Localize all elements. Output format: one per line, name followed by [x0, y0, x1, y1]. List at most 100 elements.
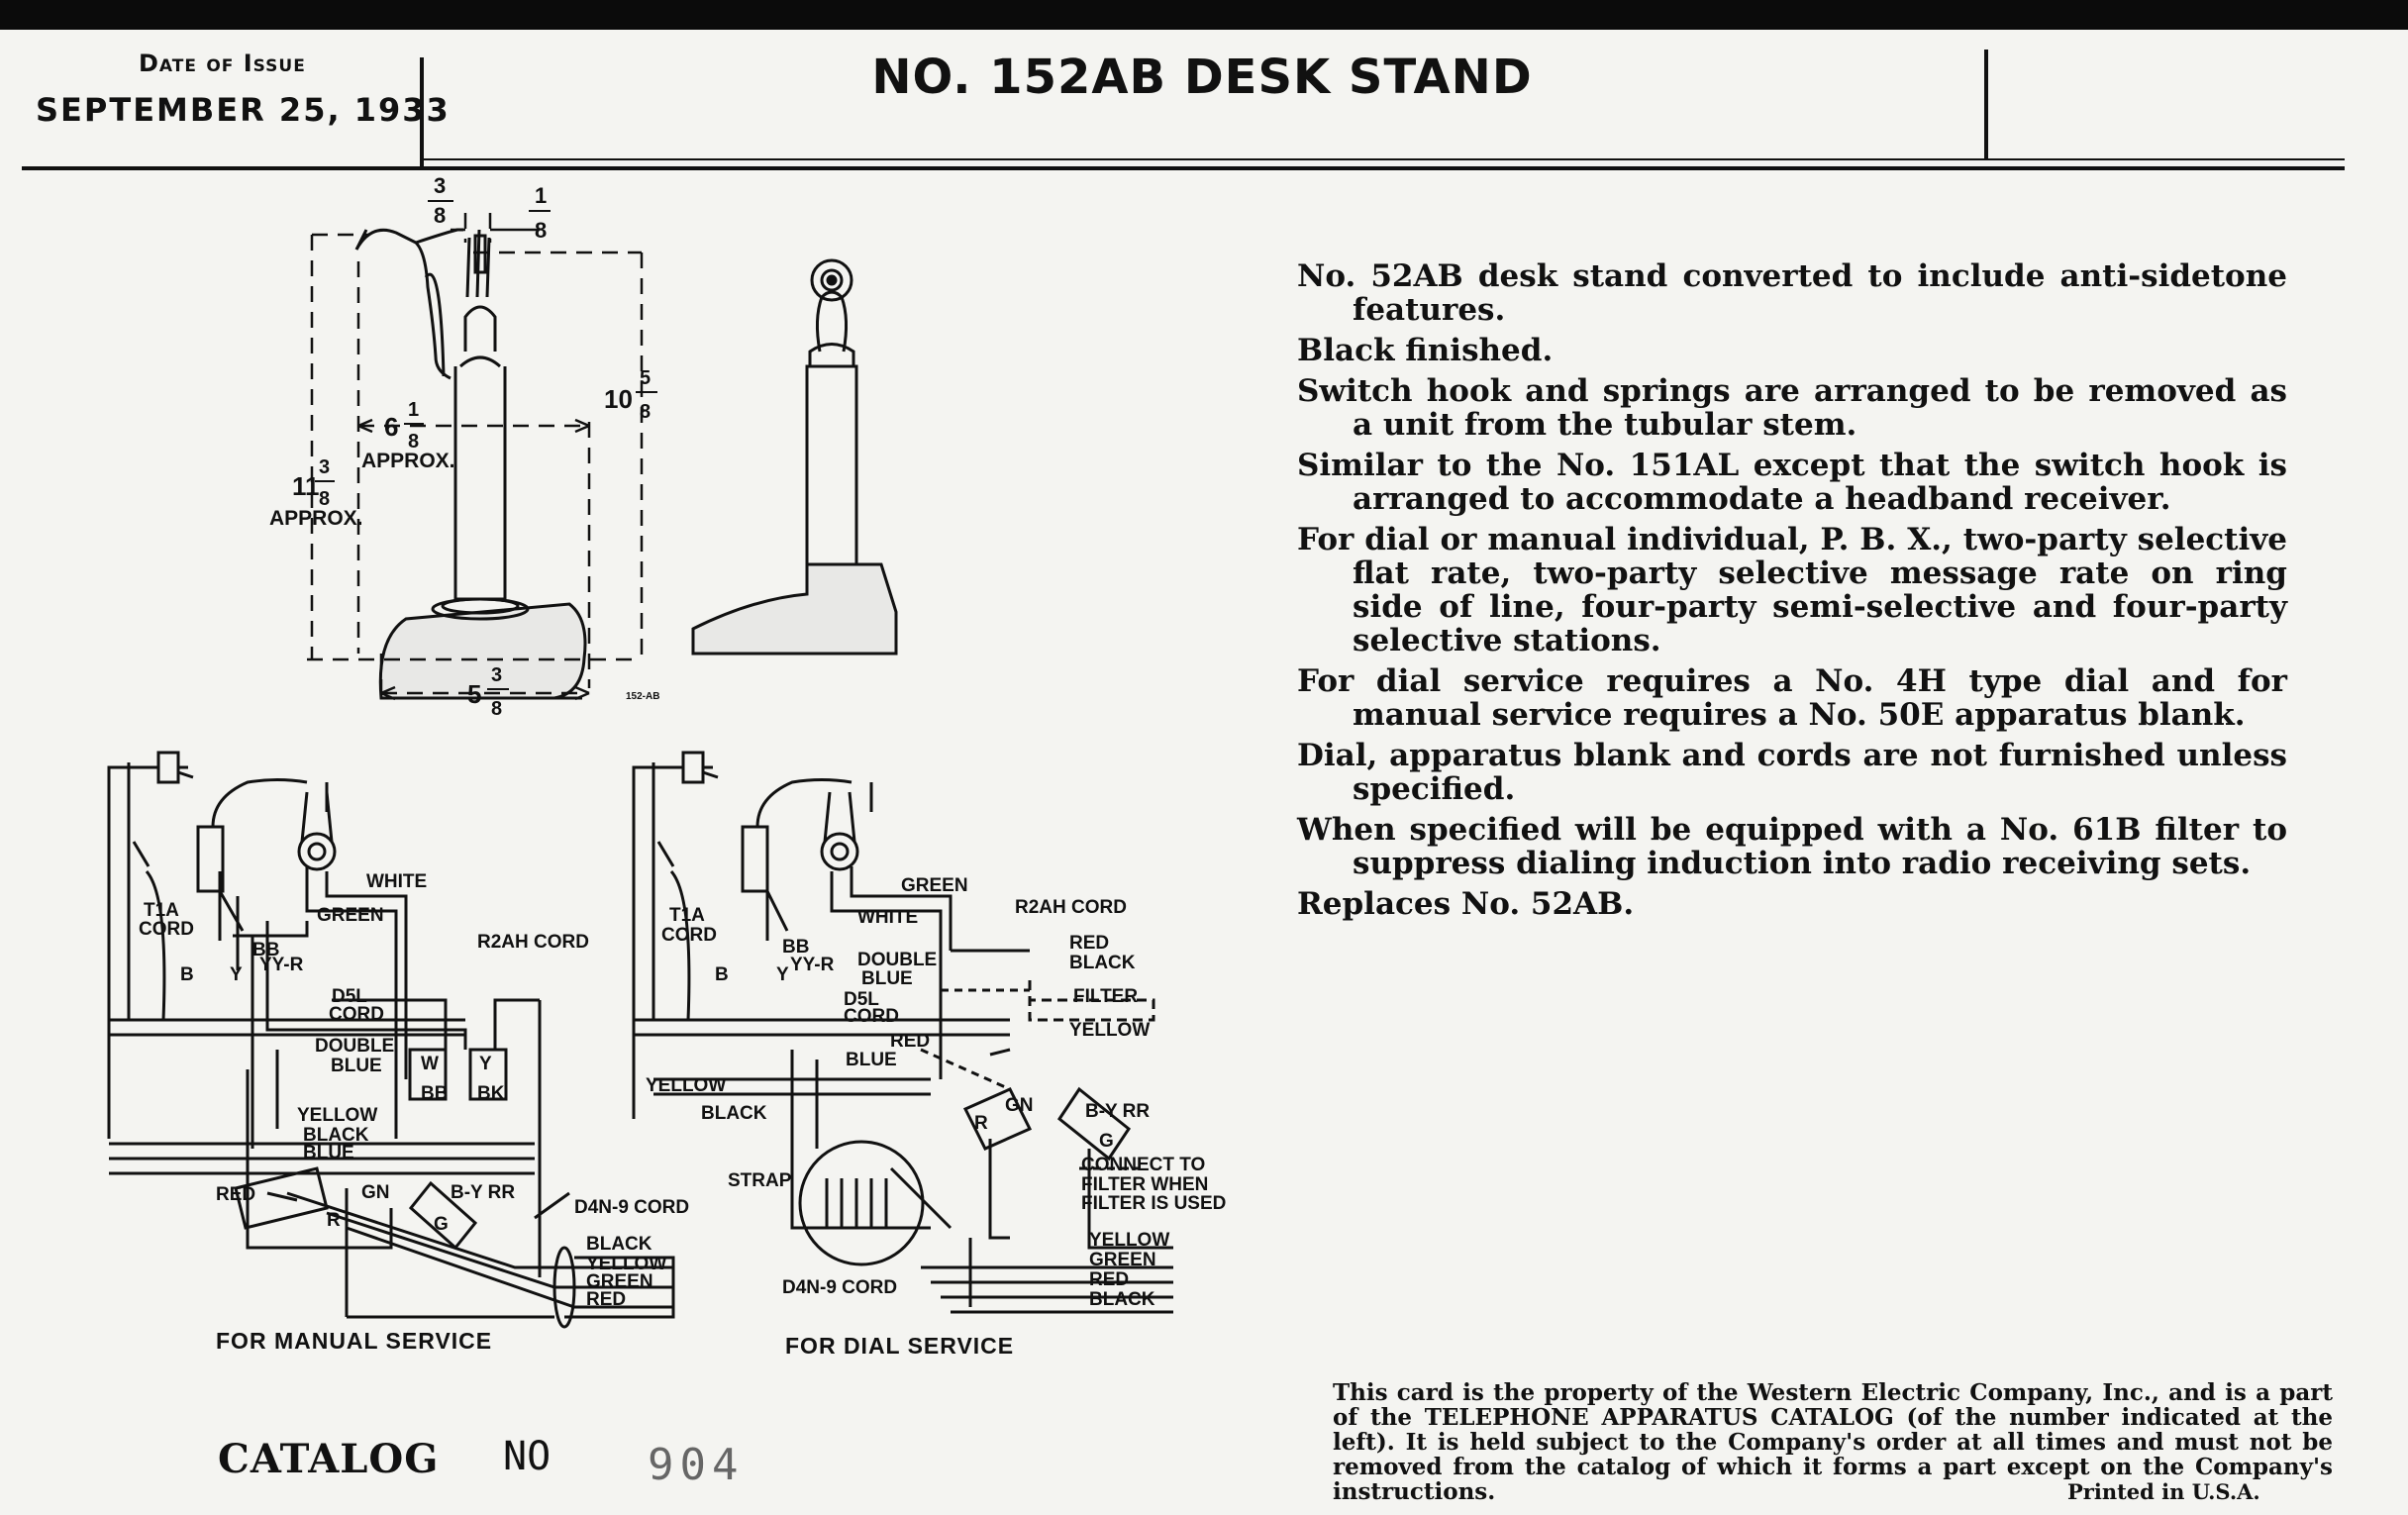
- manual-wire-label: BLACK: [303, 1125, 369, 1146]
- manual-wire-label: RED: [216, 1184, 255, 1205]
- manual-wire-label: Y: [479, 1054, 492, 1074]
- manual-wire-label: G: [434, 1214, 449, 1235]
- dimension-lines: [307, 213, 644, 705]
- dial-wire-label: FILTER: [1073, 986, 1138, 1007]
- dial-wire-label: BB: [782, 937, 809, 958]
- drawings: 3 8 1 8 6 1 8 APPROX. 11 3 8 APPROX. 10 …: [107, 173, 1226, 1359]
- dim-base-whole: 5: [467, 679, 481, 709]
- manual-wire-label: T1A: [144, 900, 179, 921]
- dial-wire-label: CONNECT TO: [1081, 1155, 1205, 1175]
- description-item: Black finished.: [1297, 333, 1554, 368]
- dim-height-den: 8: [319, 488, 330, 510]
- dim-height-note: APPROX.: [269, 507, 363, 530]
- manual-wire-label: R: [327, 1210, 341, 1231]
- dim-base-den: 8: [491, 698, 502, 720]
- manual-wire-label: DOUBLE: [315, 1036, 394, 1057]
- dial-wiring: [632, 751, 1173, 1314]
- catalog-no-label: NO: [503, 1434, 552, 1479]
- dim-stem-den: 8: [640, 401, 651, 423]
- manual-wire-label: BB: [421, 1083, 448, 1104]
- header-rule: [22, 166, 2345, 170]
- dial-wire-label: BLACK: [701, 1103, 767, 1124]
- manual-wire-label: YELLOW: [586, 1254, 666, 1274]
- manual-wire-label: BK: [477, 1083, 505, 1104]
- dim-stem-num: 5: [640, 367, 651, 389]
- manual-wire-label: B: [180, 964, 194, 985]
- manual-wire-label: D4N-9 CORD: [574, 1197, 689, 1218]
- dial-wire-label: R: [974, 1113, 988, 1134]
- dial-wire-label: BLUE: [861, 968, 913, 989]
- dial-wire-label: YELLOW: [646, 1075, 726, 1096]
- scan-top-border: [0, 0, 2408, 30]
- dim-top-offset-num: 1: [535, 183, 547, 208]
- dial-wire-label: RED: [1089, 1269, 1129, 1290]
- manual-wire-label: GREEN: [586, 1271, 653, 1292]
- manual-wire-label: RED: [586, 1289, 626, 1310]
- description-item: Similar to the No. 151AL except that the…: [1297, 448, 2287, 517]
- catalog-label: CATALOG: [218, 1436, 440, 1482]
- manual-wire-label: R2AH CORD: [477, 932, 589, 953]
- dim-height-whole: 11: [292, 471, 320, 501]
- description-item: No. 52AB desk stand converted to include…: [1297, 258, 2287, 328]
- manual-service-caption: FOR MANUAL SERVICE: [216, 1328, 492, 1354]
- dial-wire-label: WHITE: [857, 907, 918, 928]
- manual-wire-label: Y: [230, 964, 243, 985]
- dial-wire-label: RED: [1069, 933, 1109, 954]
- manual-wiring: [107, 751, 675, 1329]
- dial-wire-label: BLACK: [1069, 953, 1136, 973]
- dial-wire-label: FILTER WHEN: [1081, 1174, 1208, 1195]
- dim-depth-whole: 6: [384, 412, 398, 442]
- drawing-code: 152-AB: [626, 691, 659, 702]
- dim-top-offset-den: 8: [535, 218, 547, 243]
- description: No. 52AB desk stand converted to include…: [1297, 259, 2287, 928]
- dim-height-num: 3: [319, 456, 330, 478]
- catalog-number: 904: [648, 1440, 745, 1490]
- dial-wire-label: BLUE: [846, 1050, 897, 1070]
- description-item: When specified will be equipped with a N…: [1297, 812, 2287, 881]
- description-item: Dial, apparatus blank and cords are not …: [1297, 738, 2287, 807]
- manual-wire-label: WHITE: [366, 871, 427, 892]
- dial-wire-label: D4N-9 CORD: [782, 1277, 897, 1298]
- dial-wire-label: D5L: [844, 989, 879, 1010]
- manual-wire-label: BLUE: [331, 1056, 382, 1076]
- dim-stem-whole: 10: [604, 384, 633, 414]
- dim-depth-den: 8: [408, 431, 419, 453]
- page-title: NO. 152AB DESK STAND: [871, 50, 1533, 105]
- dial-wire-label: CORD: [844, 1006, 899, 1027]
- dial-wire-label: RED: [890, 1031, 930, 1052]
- dial-service-caption: FOR DIAL SERVICE: [785, 1333, 1014, 1359]
- dial-wire-label: DOUBLE: [857, 950, 937, 970]
- dim-depth-num: 1: [408, 399, 419, 421]
- description-item: Switch hook and springs are arranged to …: [1297, 373, 2287, 443]
- dial-wire-label: CORD: [661, 925, 717, 946]
- manual-wire-label: GREEN: [317, 905, 384, 926]
- dial-wire-label: STRAP: [728, 1170, 792, 1191]
- dim-base-num: 3: [491, 664, 502, 686]
- property-notice: This card is the property of the Western…: [1333, 1379, 2333, 1505]
- manual-wire-label: CORD: [139, 919, 194, 940]
- dial-wire-label: B-Y RR: [1085, 1101, 1150, 1122]
- date-of-issue-label: Date of Issue: [139, 50, 306, 77]
- dim-top-width-num: 3: [434, 173, 446, 198]
- manual-wire-label: BB: [252, 940, 279, 960]
- dial-wire-label: FILTER IS USED: [1081, 1193, 1226, 1214]
- dial-wire-label: GREEN: [1089, 1250, 1156, 1270]
- dial-wire-label: Y: [776, 964, 789, 985]
- dim-depth-note: APPROX.: [361, 450, 455, 472]
- manual-wire-label: D5L: [332, 986, 367, 1007]
- dial-wire-label: B: [715, 964, 729, 985]
- dial-wire-label: YELLOW: [1069, 1020, 1150, 1041]
- dial-wire-label: G: [1099, 1131, 1114, 1152]
- header-divider-left: [420, 57, 424, 166]
- header-divider-right: [1984, 50, 1988, 160]
- manual-wire-label: BLUE: [303, 1143, 354, 1163]
- stand-side-view: [354, 228, 587, 700]
- dimension-arrows: [357, 228, 590, 701]
- description-item: For dial or manual individual, P. B. X.,…: [1297, 522, 2287, 658]
- dial-wire-label: GREEN: [901, 875, 968, 896]
- dial-wire-label: T1A: [669, 905, 705, 926]
- date-of-issue: SEPTEMBER 25, 1933: [36, 91, 451, 129]
- manual-wire-label: YELLOW: [297, 1105, 377, 1126]
- manual-wire-label: BLACK: [586, 1234, 652, 1255]
- dial-wire-label: BLACK: [1089, 1289, 1155, 1310]
